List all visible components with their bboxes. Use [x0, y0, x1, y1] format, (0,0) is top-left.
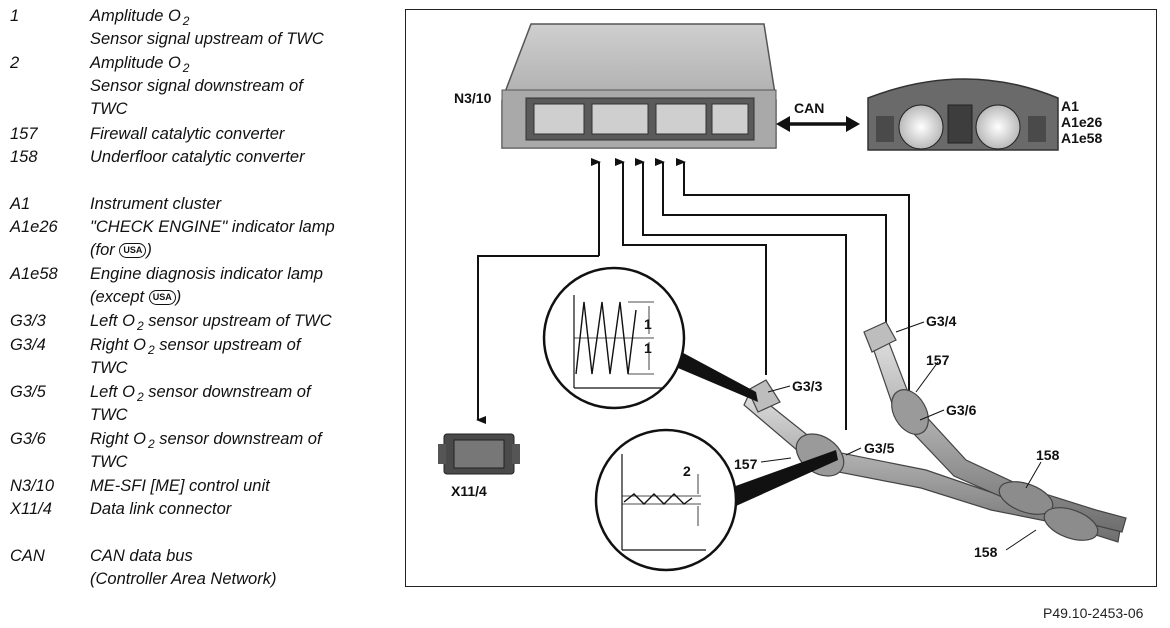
legend-text: (except USA) [90, 288, 182, 306]
amplitude-label-1a: 1 [644, 316, 652, 332]
legend-code: A1e26 [10, 218, 58, 236]
control-unit-n3-10 [501, 23, 777, 149]
legend-code: 158 [10, 148, 38, 166]
label-x11-4: X11/4 [451, 483, 487, 499]
legend-text: "CHECK ENGINE" indicator lamp [90, 218, 335, 236]
legend-text: ME-SFI [ME] control unit [90, 476, 270, 495]
system-diagram: N3/10 CAN A1 A1e26 A1e58 X11/4 [438, 23, 1127, 572]
legend-text: Underfloor catalytic converter [90, 148, 305, 166]
diagram-frame: N3/10 CAN A1 A1e26 A1e58 X11/4 [405, 9, 1157, 587]
legend-code: 157 [10, 124, 38, 143]
legend-text: Sensor signal downstream of [90, 77, 303, 95]
legend-code: A1e58 [10, 265, 58, 283]
legend-code: G3/5 [10, 382, 46, 401]
data-link-connector-x11-4 [438, 433, 520, 475]
can-bus-arrow [776, 116, 860, 132]
legend-text: Instrument cluster [90, 194, 222, 213]
label-a1e58: A1e58 [1061, 130, 1102, 146]
figure-id: P49.10-2453-06 [1043, 605, 1144, 621]
exhaust-system [743, 321, 1127, 543]
amplitude-label-1b: 1 [644, 340, 652, 356]
leader-lines [760, 321, 1042, 551]
label-158-top: 158 [1036, 447, 1060, 463]
legend-text: TWC [90, 100, 128, 118]
label-157-left: 157 [734, 456, 758, 472]
instrument-cluster-a1 [867, 78, 1059, 151]
label-n3-10: N3/10 [454, 90, 492, 106]
legend-text: TWC [90, 452, 128, 471]
label-g3-6: G3/6 [946, 402, 977, 418]
legend-text: CAN data bus [90, 546, 193, 565]
label-g3-4: G3/4 [926, 313, 957, 329]
label-g3-3: G3/3 [792, 378, 823, 394]
legend-code: G3/3 [10, 312, 46, 330]
legend-code: G3/6 [10, 429, 46, 448]
legend-code: G3/4 [10, 335, 46, 354]
signal-wires [476, 158, 910, 430]
legend-text: Data link connector [90, 500, 232, 518]
downstream-signal-magnifier [594, 428, 838, 572]
usa-badge: USA [148, 290, 176, 306]
label-a1: A1 [1061, 98, 1079, 114]
legend-code: 1 [10, 7, 20, 25]
legend-text: Firewall catalytic converter [90, 124, 285, 143]
legend-text: Engine diagnosis indicator lamp [90, 265, 323, 283]
legend-code: 2 [10, 54, 20, 72]
legend-text: TWC [90, 405, 128, 424]
legend-text: TWC [90, 358, 128, 377]
label-can: CAN [794, 100, 824, 116]
legend-text: (Controller Area Network) [90, 569, 277, 588]
label-157-right: 157 [926, 352, 950, 368]
amplitude-label-2: 2 [683, 463, 691, 479]
legend-code: X11/4 [10, 500, 52, 518]
legend-code: CAN [10, 546, 45, 565]
label-158-bottom: 158 [974, 544, 998, 560]
legend-code: N3/10 [10, 476, 55, 495]
legend-text: Sensor signal upstream of TWC [90, 30, 324, 48]
legend-text: (for USA) [90, 241, 152, 259]
legend-code: A1 [10, 194, 31, 213]
label-a1e26: A1e26 [1061, 114, 1102, 130]
label-g3-5: G3/5 [864, 440, 895, 456]
upstream-signal-magnifier [542, 266, 758, 410]
usa-badge: USA [119, 243, 147, 259]
